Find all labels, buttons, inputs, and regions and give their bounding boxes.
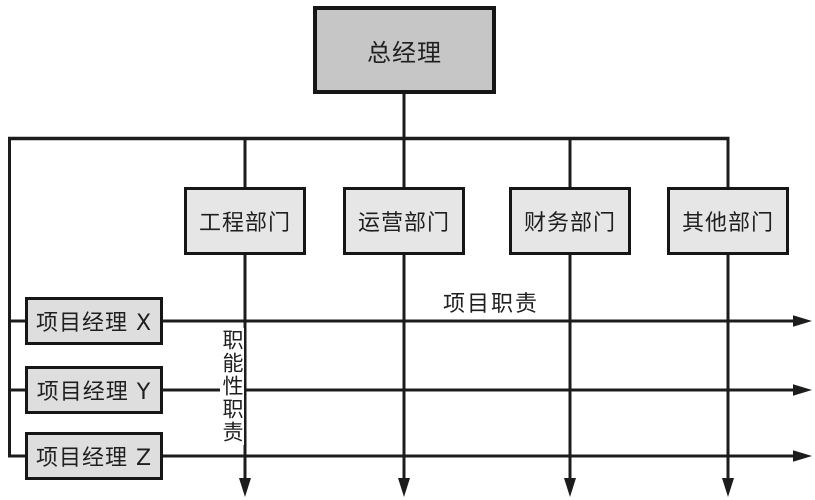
project-manager-label: 项目经理 X [35,311,153,336]
department-box-engineering: 工程部门 [184,187,306,255]
department-label: 财务部门 [523,211,616,236]
project-manager-label: 项目经理 Z [35,446,153,471]
department-box-other: 其他部门 [667,187,789,255]
project-manager-box-z: 项目经理 Z [25,432,163,480]
project-responsibility-label: 项目职责 [442,292,539,317]
department-label: 运营部门 [357,211,450,236]
project-manager-label: 项目经理 Y [36,380,152,405]
project-manager-box-x: 项目经理 X [25,297,163,345]
general-manager-label: 总经理 [367,38,442,67]
department-box-finance: 财务部门 [509,187,631,255]
project-manager-box-y: 项目经理 Y [25,366,163,414]
arrowheads [239,315,812,497]
department-label: 其他部门 [681,211,774,236]
department-box-operations: 运营部门 [343,187,465,255]
department-label: 工程部门 [198,211,291,236]
general-manager-box: 总经理 [313,6,496,94]
functional-responsibility-label: 职能性职责 [220,328,244,445]
